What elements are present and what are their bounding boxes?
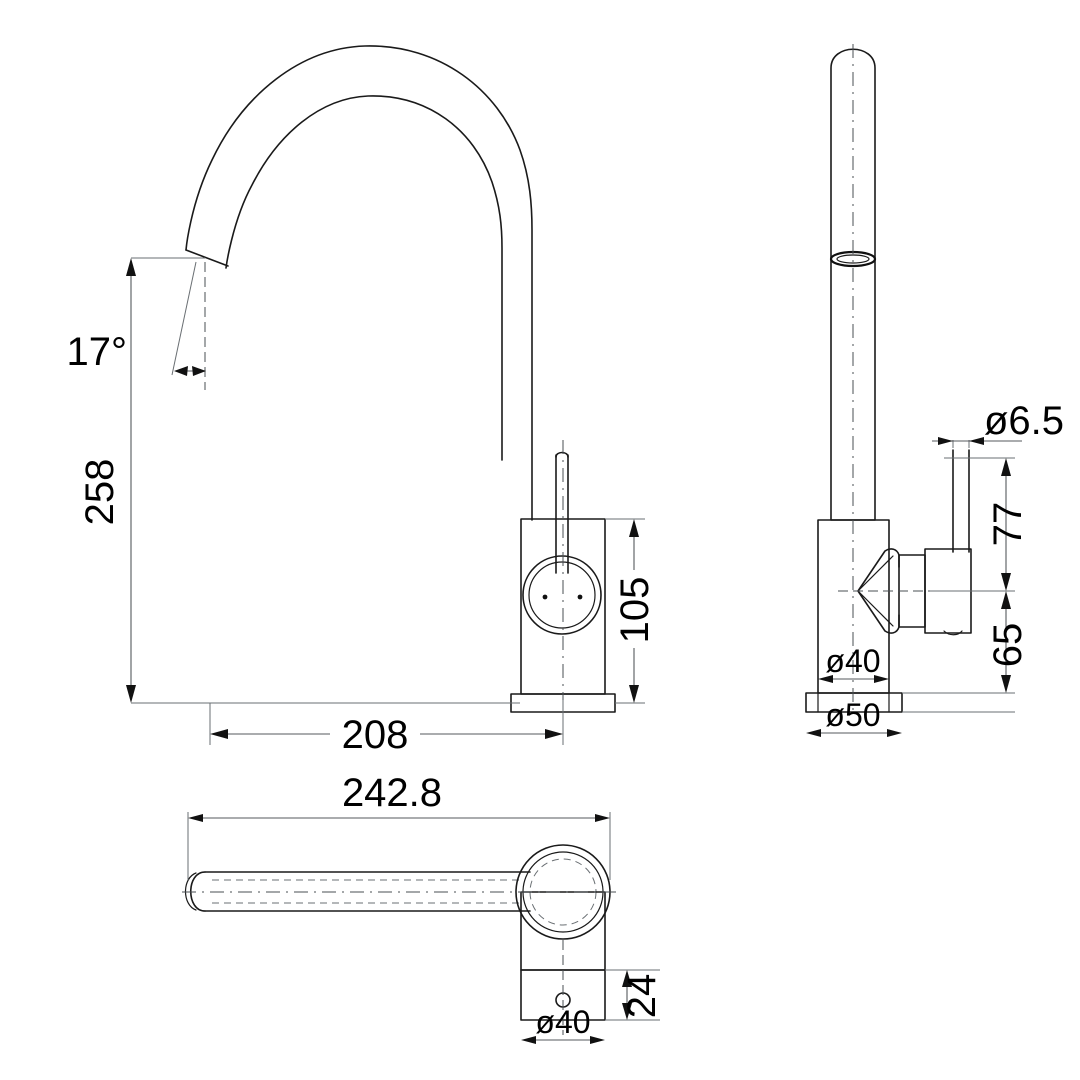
lever-stem-outline (555, 454, 569, 574)
dimension-side-dia-40: ø40 (818, 643, 889, 683)
dimension-24-label: 24 (620, 974, 664, 1019)
arrow-65dia-left (938, 437, 953, 445)
handle-hub-inner-circle (528, 561, 596, 629)
handle-hub-outer-circle (522, 555, 602, 635)
arrow-24-top (622, 970, 632, 987)
spout-gooseneck (185, 45, 533, 521)
angle-ref-line-a (171, 261, 197, 376)
dimension-65-label: 65 (986, 623, 1030, 668)
arrow-208-right (545, 729, 563, 739)
plan-view: 242.8 24 ø40 (182, 771, 664, 1044)
dimension-lever-dia-label: ø6.5 (984, 399, 1064, 443)
dimension-208: 208 (209, 700, 564, 757)
dimension-105: 105 (605, 518, 657, 704)
arrow-dia40-left (818, 675, 833, 683)
dimension-dia-50: ø50 (806, 697, 1015, 737)
angle-dimension-17: 17° (67, 261, 206, 376)
dimension-208-label: 208 (342, 713, 409, 757)
dimension-77-label: 77 (986, 502, 1030, 547)
arrow-105-bottom (629, 685, 639, 703)
plan-arm-outline (204, 871, 531, 912)
dimension-258-label: 258 (78, 459, 122, 526)
handle-pin-right (577, 594, 583, 600)
cartridge-cone-edge-upper (857, 555, 894, 592)
arrow-2428-left (188, 814, 203, 822)
dimension-side-dia40-label: ø40 (825, 643, 880, 679)
dimension-65: 65 (902, 591, 1030, 694)
side-lever-rod (952, 449, 970, 553)
lever-stem (555, 451, 569, 574)
dimension-lever-dia-65: ø6.5 (932, 399, 1064, 448)
side-base-chamfer (817, 692, 890, 713)
arrow-plan-dia40-left (521, 1036, 536, 1044)
arrow-65-bottom (1001, 675, 1011, 693)
side-elevation-view: ø6.5 77 65 ø40 (805, 44, 1064, 737)
dimension-plan-dia-40: ø40 (521, 1004, 605, 1044)
aerator-outlet-inner (836, 254, 870, 264)
angle-17-label: 17° (67, 330, 128, 374)
plan-arm-hidden-edge (212, 879, 524, 904)
arrow-258-bottom (126, 685, 136, 703)
arrow-258-top (126, 258, 136, 276)
arrow-77-top (1001, 458, 1011, 476)
arrow-65dia-right (969, 437, 984, 445)
angle-arrow-left (174, 366, 188, 376)
dimension-2428-label: 242.8 (342, 771, 442, 815)
dimension-242-8: 242.8 (187, 771, 611, 880)
dimension-24: 24 (605, 969, 664, 1021)
side-lever-rod-outline (952, 449, 970, 553)
spout-inner-profile (225, 95, 503, 461)
spout-outer-profile (185, 45, 533, 521)
arrow-24-bottom (622, 1003, 632, 1020)
angle-arrow-right (192, 366, 206, 376)
arrow-plan-dia40-right (590, 1036, 605, 1044)
dimension-258: 258 (78, 257, 520, 704)
arrow-208-left (210, 729, 228, 739)
front-elevation-view: 17° 258 208 105 (67, 45, 657, 757)
handle-pin-left (542, 594, 548, 600)
dimension-105-label: 105 (613, 577, 657, 644)
arrow-105-top (629, 519, 639, 537)
arrow-2428-right (595, 814, 610, 822)
spout-tip-face (185, 249, 229, 267)
dimension-plan-dia40-label: ø40 (535, 1004, 590, 1040)
arrow-65-top (1001, 591, 1011, 609)
dimension-dia50-label: ø50 (825, 697, 880, 733)
side-tube-outline (830, 48, 876, 521)
cartridge-cap-notch (943, 630, 963, 636)
arrow-77-bottom (1001, 573, 1011, 591)
arrow-dia40-right (874, 675, 889, 683)
dimension-77: 77 (930, 457, 1030, 592)
handle-hub (522, 555, 602, 635)
arrow-dia50-left (806, 729, 821, 737)
base-flange (510, 693, 616, 713)
lever-stem-top (555, 451, 569, 458)
cartridge-cone-edge-lower (857, 590, 894, 627)
arrow-dia50-right (887, 729, 902, 737)
